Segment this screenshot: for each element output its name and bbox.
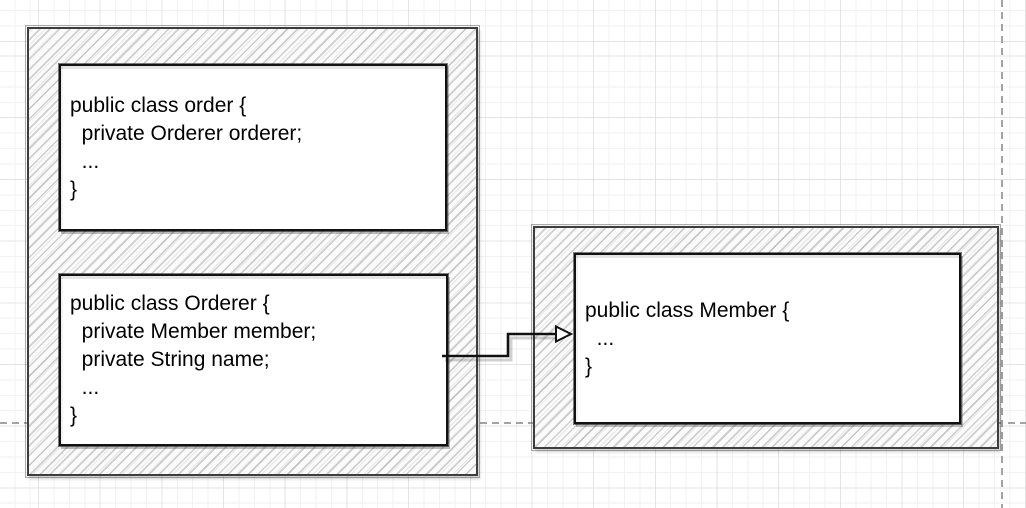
member-class-node[interactable]: public class Member { ... }	[573, 252, 962, 425]
arrow-shaft	[442, 332, 557, 358]
horizontal-dashed-guide	[0, 422, 1026, 424]
orderer-class-node[interactable]: public class Orderer { private Member me…	[58, 273, 449, 447]
member-group-container[interactable]: public class Member { ... }	[531, 224, 1001, 451]
order-class-code: public class order { private Orderer ord…	[70, 93, 303, 201]
orderer-to-member-arrow[interactable]	[438, 322, 578, 364]
order-class-node[interactable]: public class order { private Orderer ord…	[58, 63, 448, 232]
member-class-code: public class Member { ... }	[585, 298, 790, 378]
orderer-class-code: public class Orderer { private Member me…	[70, 292, 317, 427]
vertical-dashed-guide	[1001, 0, 1003, 508]
order-group-container[interactable]: public class order { private Orderer ord…	[25, 25, 480, 478]
arrow-shadow	[445, 336, 560, 362]
open-arrowhead-icon	[555, 324, 574, 344]
